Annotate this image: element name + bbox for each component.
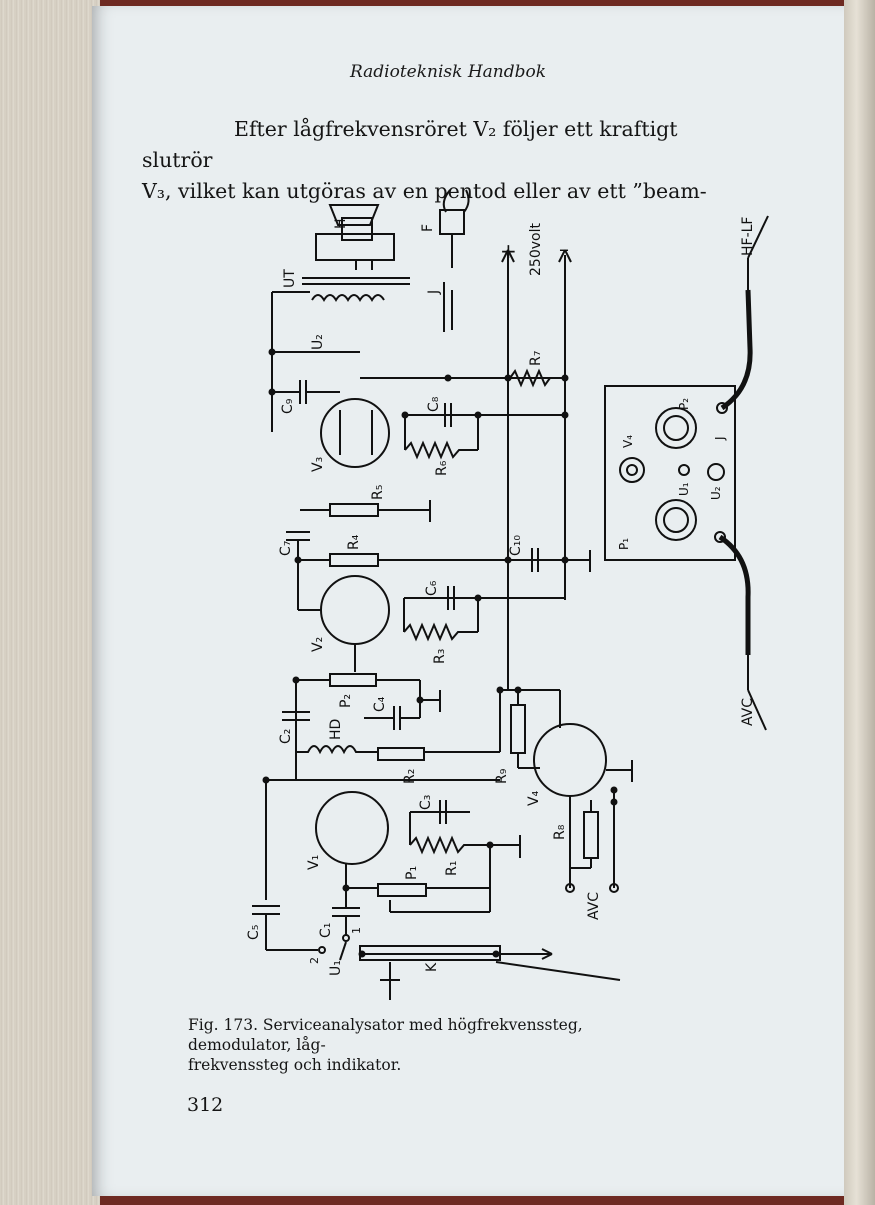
potentiometer-p2 (329, 673, 377, 687)
label-R9: R₉ (494, 768, 510, 784)
label-C1: C₁ (318, 923, 334, 938)
tube-v4 (533, 723, 607, 797)
book-page-stack-left (0, 0, 100, 1205)
speaker-magnet (341, 217, 373, 241)
label-U2: U₂ (310, 334, 326, 350)
label-C5: C₅ (246, 925, 262, 940)
label-C8: C₈ (426, 396, 442, 412)
label-J: J (426, 290, 442, 295)
panel-switch-u1 (678, 464, 690, 476)
panel-knob-p1 (655, 499, 697, 541)
caption-line-2: frekvenssteg och indikator. (188, 1056, 402, 1074)
label-avc-terminal: AVC (586, 892, 602, 920)
label-R6: R₆ (434, 460, 450, 476)
label-K: K (424, 962, 440, 972)
resistor-r8 (583, 811, 599, 859)
resistor-r2 (377, 747, 425, 761)
label-C2: C₂ (278, 729, 294, 744)
label-C6: C₆ (424, 580, 440, 596)
label-R8: R₈ (552, 824, 568, 840)
shielded-cable-k (359, 945, 501, 961)
label-switch-2: 2 (308, 957, 321, 964)
book-page-stack-right (844, 0, 875, 1205)
probe-cable-hf-lf (720, 289, 753, 411)
label-V4: V₄ (526, 790, 542, 806)
panel-label-J: J (713, 436, 727, 441)
label-plus: + (500, 239, 517, 263)
panel-knob-p2 (655, 407, 697, 449)
body-paragraph: Efter lågfrekvensröret V₂ följer ett kra… (142, 114, 712, 207)
label-minus: – (559, 237, 569, 261)
label-H: H (333, 218, 349, 229)
label-C3: C₃ (418, 795, 434, 810)
resistor-r5 (329, 503, 379, 517)
label-V3: V₃ (310, 457, 326, 472)
label-F: F (420, 224, 436, 232)
body-line-2: V₃, vilket kan utgöras av en pentod elle… (142, 179, 707, 203)
label-R3: R₃ (432, 649, 448, 664)
label-V2: V₂ (310, 637, 326, 652)
resistor-r3 (403, 622, 478, 642)
speaker-horn (328, 204, 380, 226)
panel-label-P2: P₂ (677, 398, 691, 410)
label-avc-probe: AVC (740, 698, 756, 726)
tube-v3 (320, 398, 390, 468)
label-C9: C₉ (280, 398, 296, 414)
resistor-r7 (509, 368, 551, 388)
panel-label-U2: U₂ (709, 486, 723, 500)
resistor-r4 (329, 553, 379, 567)
resistor-r1 (409, 835, 520, 855)
resistor-r6 (404, 440, 478, 460)
label-R4: R₄ (346, 534, 362, 550)
body-line-1: Efter lågfrekvensröret V₂ följer ett kra… (142, 117, 678, 172)
label-U1: U₁ (328, 960, 344, 976)
label-HD: HD (328, 719, 344, 740)
running-head: Radioteknisk Handbok (349, 62, 547, 82)
potentiometer-p1 (377, 883, 427, 897)
label-250volt: 250volt (528, 223, 544, 276)
label-R1: R₁ (444, 861, 460, 876)
tube-v1 (315, 791, 389, 865)
label-V1: V₁ (306, 855, 322, 870)
figure-caption: Fig. 173. Serviceanalysator med högfrekv… (96, 1015, 686, 1075)
label-P2: P₂ (338, 694, 354, 708)
circuit-diagram: H F J UT U₂ + – 250volt HF-LF AVC AVC R₇… (246, 189, 769, 1000)
label-hf-lf: HF-LF (740, 217, 756, 256)
label-R5: R₅ (370, 485, 386, 500)
label-R7: R₇ (528, 351, 544, 366)
page-number: 312 (187, 1094, 224, 1116)
label-switch-1: 1 (350, 927, 363, 934)
label-R2: R₂ (402, 769, 418, 784)
label-UT: UT (282, 269, 298, 288)
label-C7: C₇ (278, 541, 294, 556)
tube-v2 (320, 575, 390, 645)
caption-line-1: Fig. 173. Serviceanalysator med högfrekv… (188, 1016, 583, 1054)
plug-body (439, 209, 465, 235)
panel-label-V4: V₄ (621, 435, 635, 448)
speaker-box (315, 233, 395, 261)
panel-label-U1: U₁ (677, 482, 691, 496)
resistor-r9 (510, 704, 526, 754)
label-C4: C₄ (372, 696, 388, 712)
panel-indicator-v4 (619, 457, 645, 483)
choke-hd (296, 745, 368, 755)
panel-switch-u2 (707, 463, 725, 481)
label-P1: P₁ (404, 866, 420, 880)
plug-cable (442, 189, 470, 213)
probe-cable-avc (718, 534, 751, 655)
transformer-winding (311, 294, 385, 302)
front-panel (604, 385, 736, 561)
label-C10: C₁₀ (508, 535, 524, 556)
panel-label-P1: P₁ (617, 538, 631, 550)
